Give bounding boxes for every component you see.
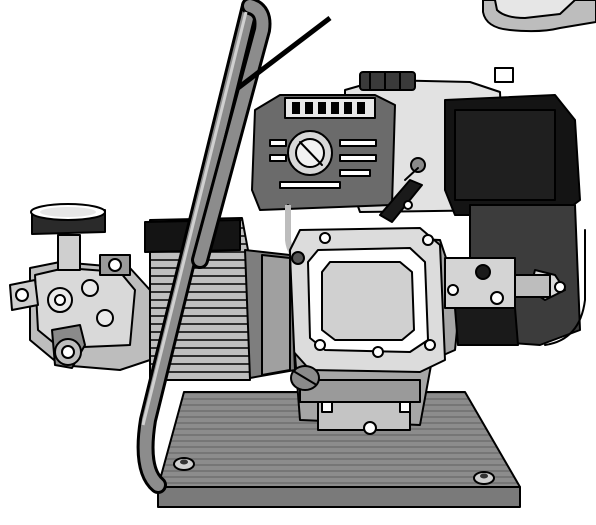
unloader-knob	[30, 203, 106, 271]
base-plate	[157, 391, 521, 508]
air-filter-housing	[444, 67, 581, 216]
pump-inlet-fitting	[99, 254, 131, 276]
pump-outlet-fitting	[51, 324, 86, 369]
carburetor	[444, 257, 551, 346]
muffler-vent-slots	[292, 102, 365, 114]
base-bolt-left	[173, 457, 195, 471]
engine-mount	[290, 365, 421, 413]
spray-gun-handle	[482, 0, 596, 33]
base-bolt-right	[473, 471, 495, 485]
cylinder-head	[289, 227, 446, 373]
pump-motor	[144, 217, 305, 381]
throttle-lever	[379, 157, 426, 223]
muffler-side-slots	[269, 139, 377, 189]
muffler	[251, 94, 396, 211]
frame-handle	[136, 0, 272, 494]
hose-line	[236, 16, 332, 90]
